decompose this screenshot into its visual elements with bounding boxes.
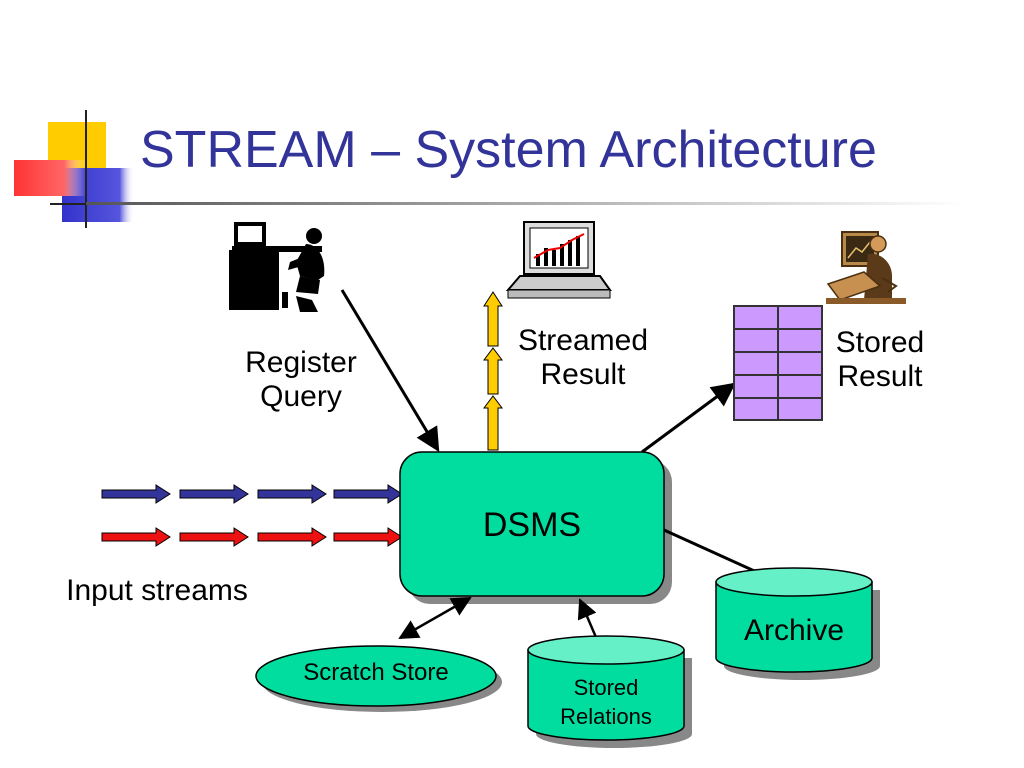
scratch-store-label: Scratch Store (303, 659, 449, 686)
register-query-label-line1: Register (245, 346, 357, 379)
person-at-computer-icon (229, 222, 325, 312)
stored-relations-label-line2: Relations (560, 703, 652, 729)
stored-result-label: Stored Result (820, 326, 940, 393)
table-icon (733, 305, 823, 421)
streamed-result-label-line1: Streamed (517, 324, 649, 357)
dsms-node (399, 451, 672, 604)
analyst-at-computer-icon (826, 231, 906, 304)
title-logo-decoration (14, 110, 140, 228)
stored-relations-node (527, 635, 692, 748)
streamed-result-label-line2: Result (540, 357, 626, 391)
stored-result-label-line2: Result (837, 359, 923, 393)
stored-relations-label: Stored Relations (528, 674, 684, 731)
dsms-label: DSMS (482, 506, 582, 544)
input-stream-blue-arrows (101, 484, 403, 504)
archive-label: Archive (743, 614, 845, 647)
register-query-label: Register Query (226, 346, 376, 413)
scratch-store-arrow (398, 596, 472, 640)
streamed-result-arrows (483, 291, 503, 451)
input-stream-red-arrows (101, 527, 403, 547)
laptop-chart-icon (505, 221, 612, 299)
slide-title: STREAM – System Architecture (140, 121, 877, 179)
scratch-store-node (255, 645, 502, 712)
register-query-arrow (340, 289, 440, 453)
stored-result-arrow (641, 382, 736, 454)
title-rule (86, 202, 966, 205)
archive-node (715, 567, 880, 680)
streamed-result-label: Streamed Result (500, 324, 666, 391)
stored-result-label-line1: Stored (835, 326, 925, 359)
stored-relations-label-line1: Stored (573, 675, 639, 700)
input-streams-label: Input streams (66, 574, 248, 607)
register-query-label-line2: Query (260, 379, 342, 413)
